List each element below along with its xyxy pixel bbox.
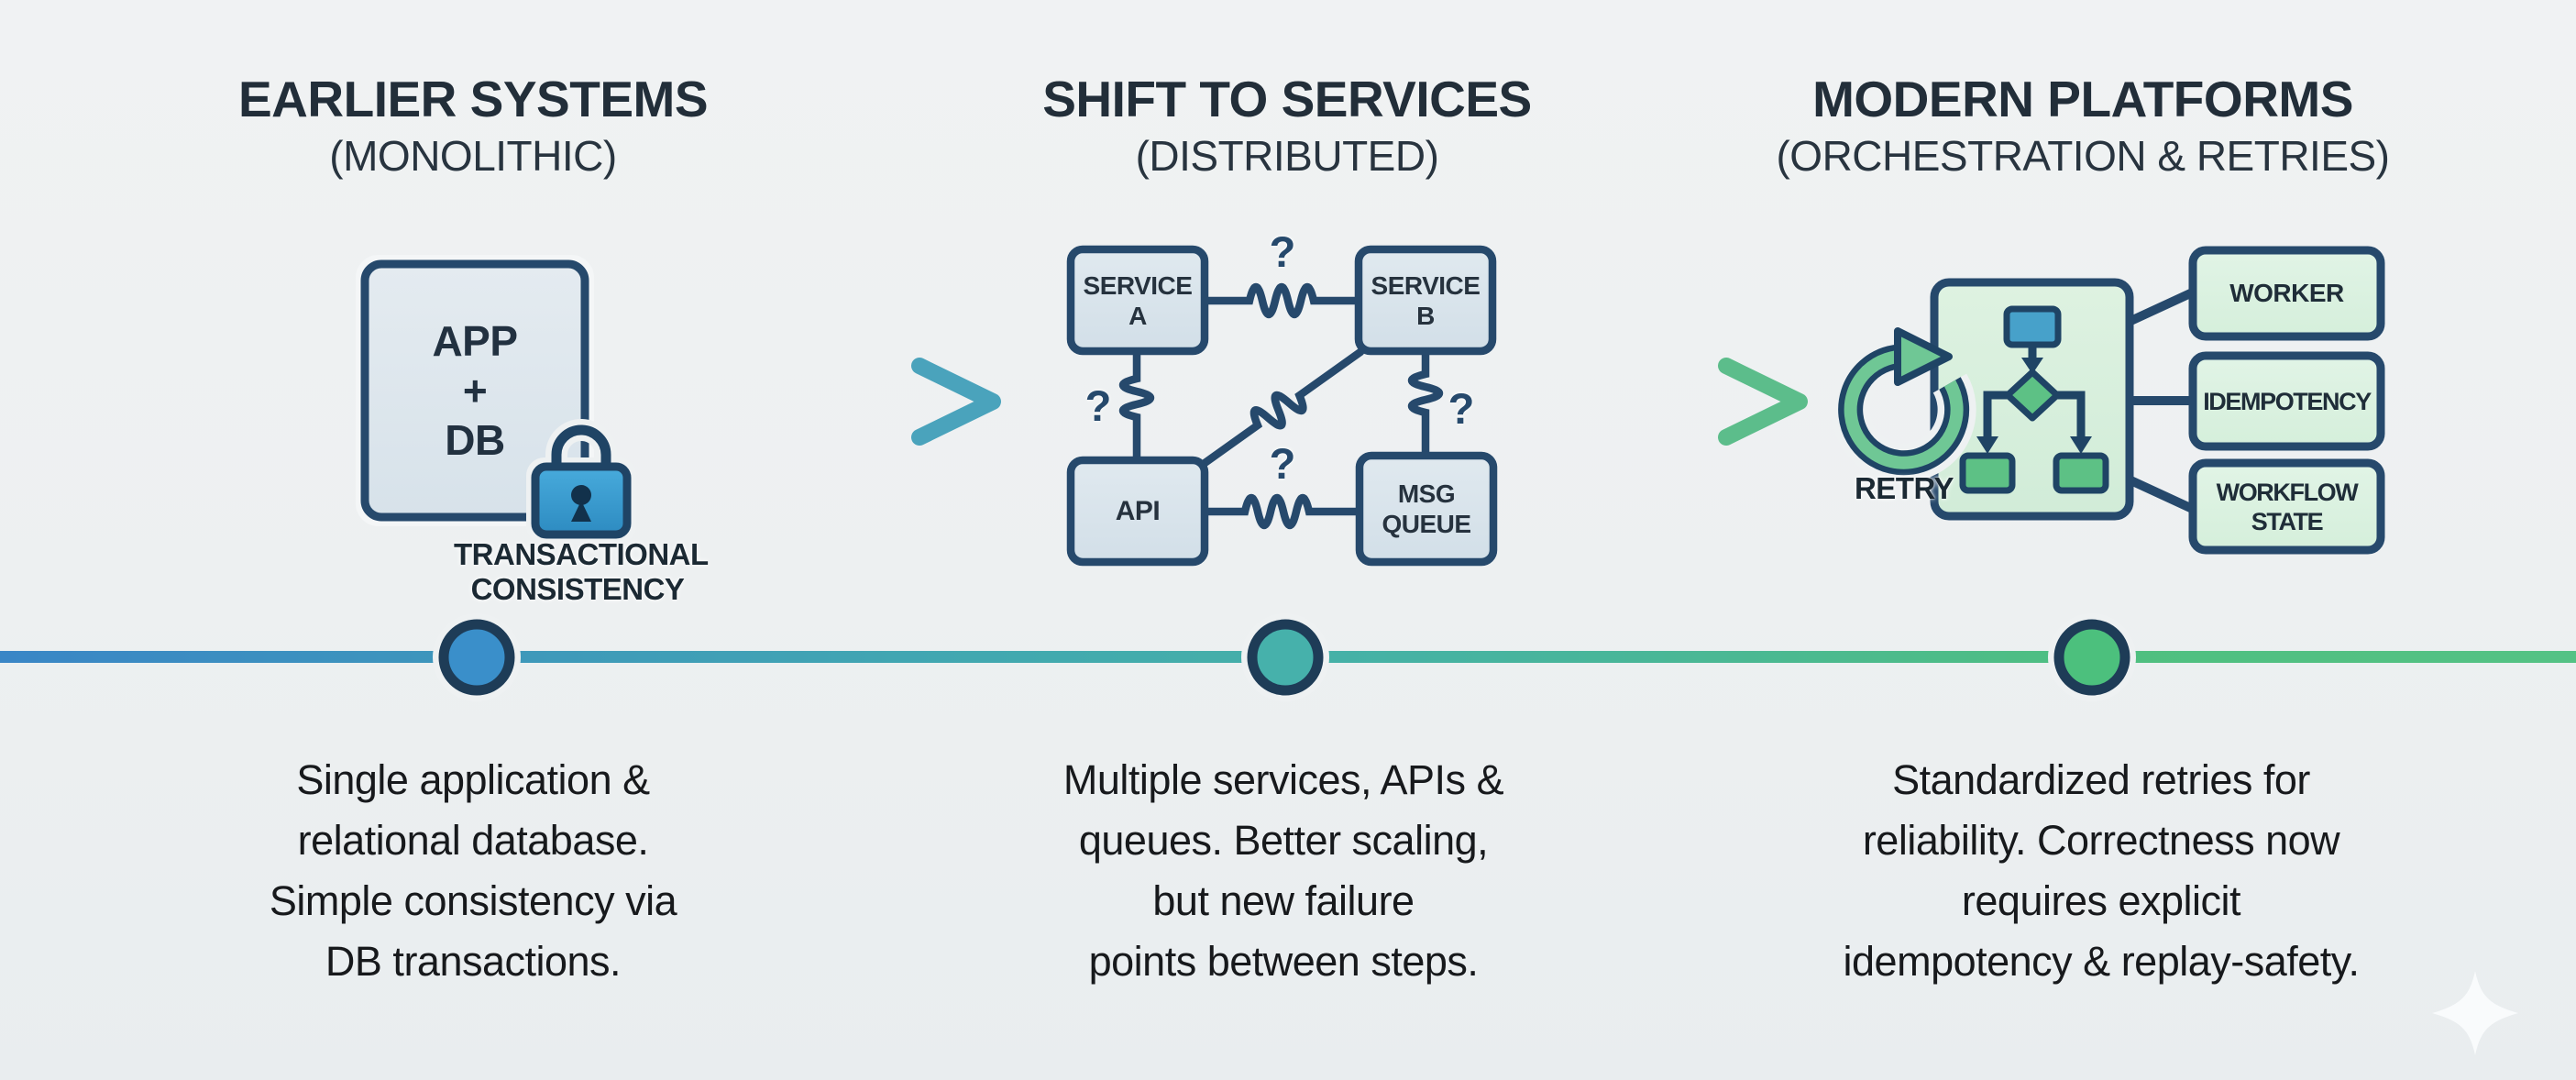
question-mark-middle: ? <box>1269 439 1296 488</box>
app-db-box-label: APP + DB <box>432 317 518 464</box>
worker-label: WORKER <box>2229 279 2344 307</box>
service-b-label: SERVICE B <box>1371 270 1481 330</box>
squiggle-b-to-queue <box>1407 347 1444 460</box>
lock-icon <box>526 419 636 544</box>
retry-icon <box>1831 327 1976 482</box>
arrow-right-icon-2 <box>1563 358 1808 446</box>
stage-1-subtitle: (MONOLITHIC) <box>329 132 617 180</box>
squiggle-a-to-api <box>1118 347 1155 465</box>
worker-box <box>2188 246 2385 341</box>
timeline-dot-2 <box>1241 613 1329 701</box>
stage-3-header: MODERN PLATFORMS (ORCHESTRATION & RETRIE… <box>1771 72 2394 182</box>
squiggle-api-to-queue <box>1199 493 1364 530</box>
stage-1-description: Single application & relational database… <box>269 756 677 985</box>
output-connectors <box>2122 285 2203 516</box>
squiggle-a-to-b <box>1199 282 1363 319</box>
question-mark-right: ? <box>1448 384 1475 433</box>
api-node <box>1066 456 1209 567</box>
flow-task-node-left <box>1959 452 2016 494</box>
retry-label: RETRY <box>1854 471 1954 505</box>
stage-1-header: EARLIER SYSTEMS (MONOLITHIC) <box>207 72 739 182</box>
flow-decision-diamond <box>2004 369 2061 422</box>
idempotency-label: IDEMPOTENCY <box>2203 387 2372 415</box>
api-label: API <box>1115 496 1161 526</box>
flow-arrow-right-branch-icon <box>2070 436 2092 454</box>
stage-3-subtitle: (ORCHESTRATION & RETRIES) <box>1776 132 2390 180</box>
idempotency-box <box>2188 351 2385 451</box>
timeline-dot-3 <box>2048 613 2136 701</box>
stage-3-title: MODERN PLATFORMS <box>1812 71 2353 127</box>
squiggle-api-to-b <box>1196 347 1365 470</box>
sparkle-icon <box>2432 971 2518 1055</box>
flow-task-node-right <box>2053 452 2109 494</box>
stage-1-title: EARLIER SYSTEMS <box>237 71 709 127</box>
msg-queue-node <box>1355 451 1498 567</box>
arrow-right-icon-1 <box>756 358 1001 446</box>
service-a-node <box>1066 245 1209 356</box>
unreliable-link-connectors <box>1118 282 1444 530</box>
workflow-state-label: WORKFLOW STATE <box>2216 478 2359 535</box>
stage-2-title: SHIFT TO SERVICES <box>1042 71 1532 127</box>
question-mark-left: ? <box>1084 381 1112 430</box>
workflow-flowchart <box>1959 305 2109 494</box>
msg-queue-label: MSG QUEUE <box>1382 479 1471 538</box>
stage-2-header: SHIFT TO SERVICES (DISTRIBUTED) <box>1021 72 1553 182</box>
app-db-box <box>356 255 594 526</box>
stage-2-subtitle: (DISTRIBUTED) <box>1135 132 1439 180</box>
timeline-dot-1 <box>433 613 521 701</box>
service-a-label: SERVICE A <box>1083 270 1193 330</box>
stage-2-description: Multiple services, APIs & queues. Better… <box>1062 756 1504 985</box>
flow-arrow-left-branch-icon <box>1976 436 1998 454</box>
stage-3-description: Standardized retries for reliability. Co… <box>1843 756 2360 985</box>
workflow-state-box <box>2188 458 2385 555</box>
transactional-consistency-caption: TRANSACTIONAL CONSISTENCY <box>454 537 709 606</box>
flow-start-node <box>2003 305 2062 348</box>
service-b-node <box>1354 245 1497 356</box>
flow-arrow-down-icon <box>2021 358 2043 374</box>
question-mark-top: ? <box>1269 227 1296 276</box>
